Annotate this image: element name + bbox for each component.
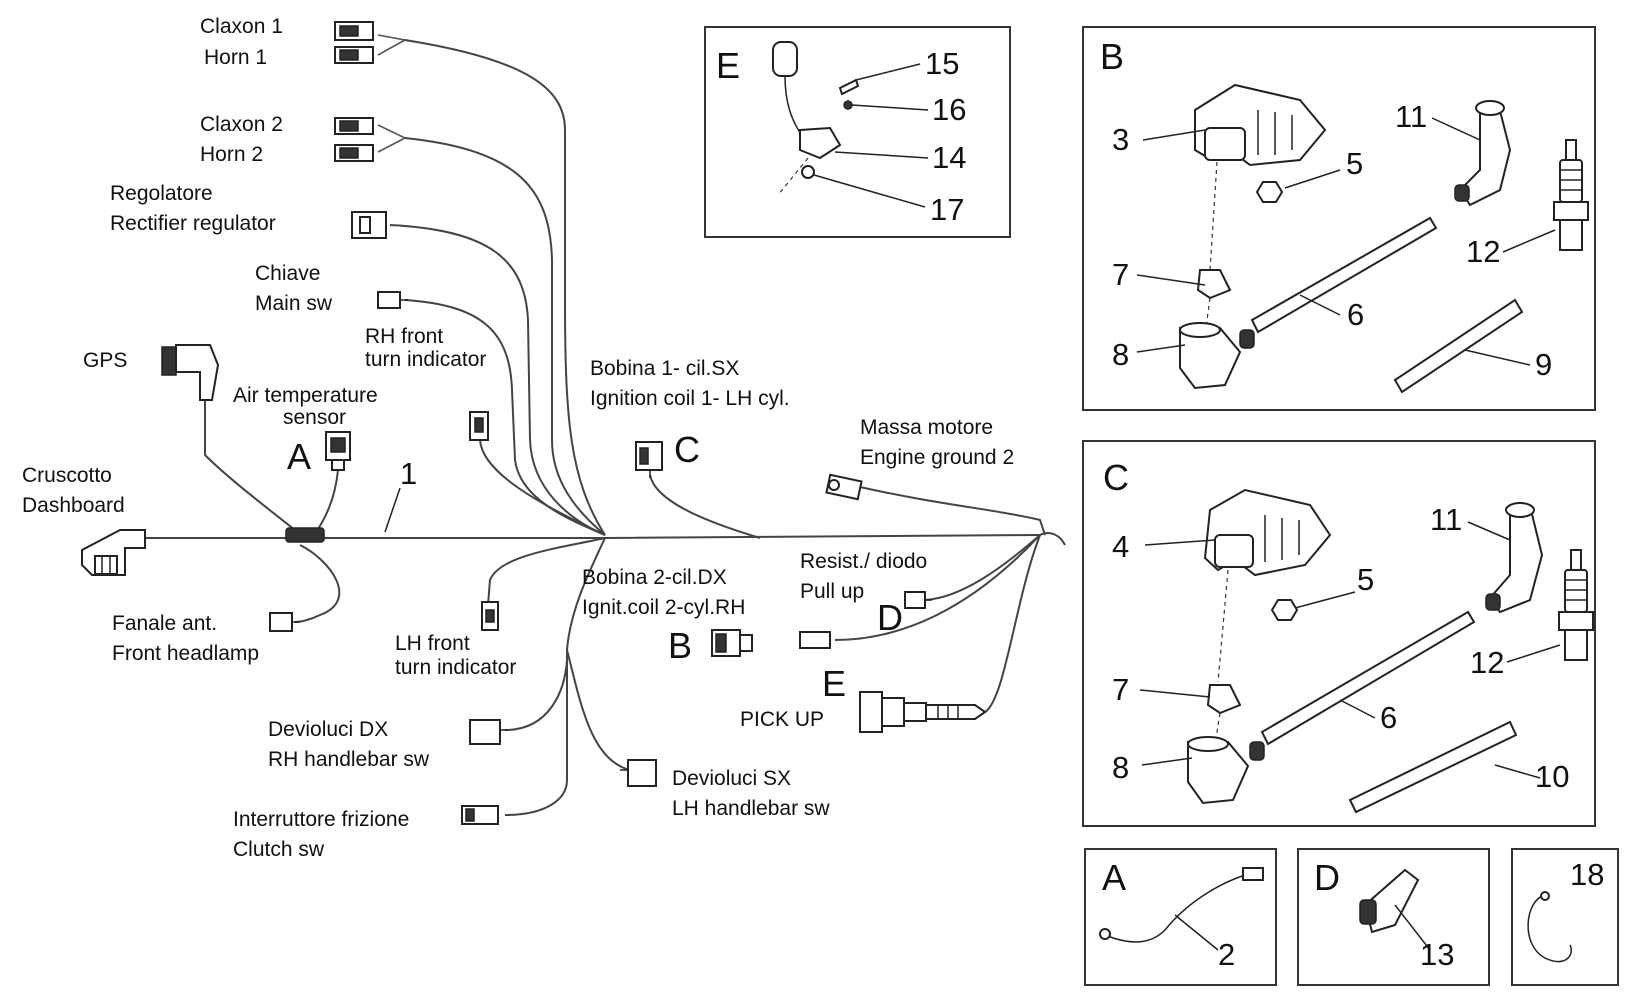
- callout-6-c: 6: [1380, 700, 1397, 735]
- label-cruscotto: Cruscotto: [22, 464, 112, 487]
- detail-b-letter: B: [1100, 36, 1124, 77]
- callout-15: 15: [925, 46, 959, 81]
- label-front-headlamp: Front headlamp: [112, 642, 259, 665]
- label-devioluci-dx: Devioluci DX: [268, 718, 388, 741]
- rectifier-regulator-connector: [351, 211, 387, 239]
- callout-d-harness: D: [877, 597, 903, 638]
- ignition-coil-1-connector: [635, 441, 663, 478]
- label-bobina-2: Bobina 2-cil.DX: [582, 566, 727, 589]
- label-interruttore-frizione: Interruttore frizione: [233, 808, 409, 831]
- label-clutch-sw: Clutch sw: [233, 838, 325, 861]
- label-resist-diodo: Resist./ diodo: [800, 550, 927, 573]
- callout-10: 10: [1535, 759, 1569, 794]
- horn-2-connector: [334, 117, 374, 162]
- label-fanale: Fanale ant.: [112, 612, 217, 635]
- callout-5-b: 5: [1346, 146, 1363, 181]
- lh-handlebar-switch-connector: [620, 759, 657, 787]
- rh-handlebar-switch-connector: [469, 719, 508, 745]
- callout-11-c: 11: [1430, 502, 1462, 537]
- label-massa-motore: Massa motore: [860, 416, 993, 439]
- callout-8-c: 8: [1112, 750, 1129, 785]
- callout-a-harness: A: [287, 436, 311, 477]
- label-chiave: Chiave: [255, 262, 320, 285]
- callout-17: 17: [930, 192, 964, 227]
- label-rh-turn-indicator: turn indicator: [365, 348, 486, 371]
- callout-16: 16: [932, 92, 966, 127]
- horn-1-connector: [334, 21, 374, 64]
- label-air-temperature: Air temperature: [233, 384, 378, 407]
- callout-14: 14: [932, 140, 966, 175]
- callout-4: 4: [1112, 529, 1129, 564]
- connectors: [81, 21, 987, 825]
- harness-wires: [145, 34, 1066, 816]
- label-claxon-2: Claxon 2: [200, 113, 283, 136]
- label-ignit-coil-2: Ignit.coil 2-cyl.RH: [582, 596, 745, 619]
- callout-6-b: 6: [1347, 297, 1364, 332]
- label-rectifier-regulator: Rectifier regulator: [110, 212, 276, 235]
- callout-11-b: 11: [1395, 99, 1427, 134]
- gps-connector: [161, 344, 220, 401]
- rh-turn-indicator-connector: [469, 411, 489, 441]
- pull-up-connector: [904, 591, 932, 609]
- detail-box-c: C: [1082, 440, 1596, 827]
- detail-a-letter: A: [1102, 857, 1126, 898]
- ignition-coil-2-connector: [711, 629, 831, 657]
- label-regolatore: Regolatore: [110, 182, 213, 205]
- callout-b-harness: B: [668, 625, 692, 666]
- callout-8-b: 8: [1112, 337, 1129, 372]
- detail-box-d: D 13: [1297, 848, 1490, 986]
- label-lh-turn-indicator: turn indicator: [395, 656, 516, 679]
- air-temperature-sensor-connector: [325, 431, 351, 471]
- label-rh-handlebar-sw: RH handlebar sw: [268, 748, 430, 771]
- callout-12-b: 12: [1466, 234, 1500, 269]
- callout-12-c: 12: [1470, 645, 1504, 680]
- callout-c-harness: C: [674, 429, 700, 470]
- callout-5-c: 5: [1357, 562, 1374, 597]
- label-horn-1: Horn 1: [204, 46, 267, 69]
- dashboard-connector: [81, 529, 146, 576]
- detail-c-letter: C: [1103, 457, 1129, 498]
- label-claxon-1: Claxon 1: [200, 15, 283, 38]
- callout-e-harness: E: [822, 663, 846, 704]
- label-ignition-coil-1: Ignition coil 1- LH cyl.: [590, 387, 790, 410]
- label-devioluci-sx: Devioluci SX: [672, 767, 791, 790]
- label-bobina-1: Bobina 1- cil.SX: [590, 357, 739, 380]
- detail-box-b: B: [1082, 26, 1596, 411]
- pick-up-connector: [859, 691, 987, 733]
- main-switch-connector: [377, 291, 408, 309]
- label-main-sw: Main sw: [255, 292, 333, 315]
- callout-7-b: 7: [1112, 257, 1129, 292]
- label-pick-up: PICK UP: [740, 708, 824, 731]
- callout-2: 2: [1218, 937, 1235, 972]
- callout-18: 18: [1570, 857, 1604, 892]
- detail-box-a: A 2: [1084, 848, 1277, 986]
- callout-9: 9: [1535, 347, 1552, 382]
- label-sensor: sensor: [283, 406, 346, 429]
- lh-turn-indicator-connector: [481, 601, 499, 631]
- detail-box-e: E 15 16 14 17: [704, 26, 1011, 238]
- callout-13: 13: [1420, 937, 1454, 972]
- label-rh-front: RH front: [365, 325, 443, 348]
- harness-labels: Claxon 1 Horn 1 Claxon 2 Horn 2 Regolato…: [22, 15, 1014, 861]
- label-engine-ground: Engine ground 2: [860, 446, 1014, 469]
- clutch-switch-connector: [461, 805, 499, 825]
- label-gps: GPS: [83, 349, 127, 372]
- label-lh-handlebar-sw: LH handlebar sw: [672, 797, 830, 820]
- label-lh-front: LH front: [395, 632, 470, 655]
- callout-3: 3: [1112, 122, 1129, 157]
- splice-junction: [285, 527, 325, 543]
- detail-d-letter: D: [1314, 857, 1340, 898]
- label-dashboard: Dashboard: [22, 494, 125, 517]
- front-headlamp-connector: [269, 612, 300, 632]
- label-horn-2: Horn 2: [200, 143, 263, 166]
- detail-box-18: 18: [1511, 848, 1619, 986]
- callout-1: 1: [400, 456, 417, 491]
- engine-ground-connector: [825, 473, 863, 501]
- detail-e-letter: E: [716, 45, 740, 86]
- label-pull-up: Pull up: [800, 580, 864, 603]
- callout-7-c: 7: [1112, 672, 1129, 707]
